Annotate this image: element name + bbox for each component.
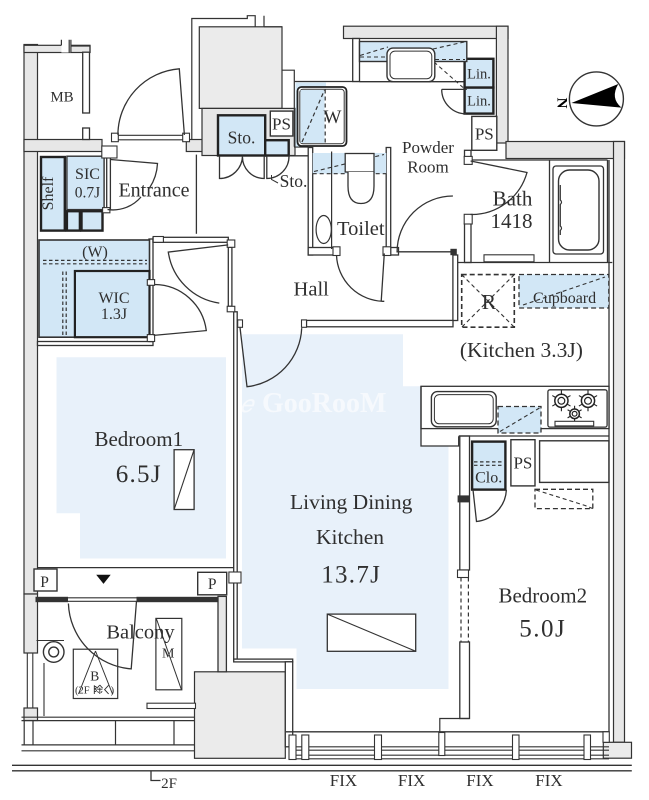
svg-text:SIC: SIC	[75, 166, 100, 183]
svg-text:Bath: Bath	[493, 187, 533, 211]
svg-text:Lin.: Lin.	[467, 66, 491, 82]
svg-text:N: N	[554, 98, 570, 109]
svg-text:MB: MB	[50, 89, 73, 105]
svg-text:PS: PS	[513, 454, 532, 473]
svg-text:13.7J: 13.7J	[321, 561, 381, 588]
svg-text:Clo.: Clo.	[475, 469, 502, 486]
svg-text:): )	[111, 686, 115, 697]
svg-text:Toilet: Toilet	[337, 218, 385, 240]
svg-text:Powder: Powder	[402, 138, 454, 157]
svg-text:(W): (W)	[82, 244, 108, 261]
svg-text:FIX: FIX	[535, 771, 562, 790]
svg-text:Bedroom2: Bedroom2	[498, 584, 587, 608]
svg-text:(2F: (2F	[75, 686, 90, 697]
svg-text:FIX: FIX	[398, 771, 425, 790]
svg-text:Bedroom1: Bedroom1	[94, 427, 183, 451]
svg-text:Living Dining: Living Dining	[290, 490, 413, 514]
svg-text:B: B	[90, 668, 99, 683]
svg-text:6.5J: 6.5J	[116, 461, 162, 488]
svg-text:PS: PS	[272, 115, 291, 134]
svg-text:Kitchen: Kitchen	[316, 525, 384, 549]
svg-text:Entrance: Entrance	[118, 179, 189, 201]
svg-text:(Kitchen 3.3J): (Kitchen 3.3J)	[460, 338, 583, 362]
svg-text:Sto.: Sto.	[228, 128, 256, 148]
svg-text:2F: 2F	[161, 776, 177, 792]
svg-text:1418: 1418	[491, 209, 533, 233]
svg-text:PS: PS	[475, 125, 494, 144]
svg-text:1.3J: 1.3J	[101, 306, 127, 323]
svg-text:Balcony: Balcony	[106, 621, 175, 643]
svg-text:𝑒: 𝑒	[240, 392, 256, 418]
svg-text:Sto.: Sto.	[280, 171, 308, 191]
svg-text:GooRooM: GooRooM	[262, 388, 386, 419]
svg-text:Lin.: Lin.	[467, 94, 491, 110]
svg-text:M: M	[162, 647, 175, 662]
svg-text:P: P	[208, 576, 217, 593]
svg-text:Hall: Hall	[294, 279, 330, 301]
svg-text:Cupboard: Cupboard	[533, 290, 596, 307]
svg-text:Shelf: Shelf	[40, 176, 57, 210]
svg-text:P: P	[40, 574, 49, 591]
svg-text:W: W	[324, 107, 342, 128]
svg-text:5.0J: 5.0J	[519, 615, 566, 642]
svg-text:FIX: FIX	[466, 771, 493, 790]
svg-text:R: R	[482, 290, 497, 314]
svg-text:FIX: FIX	[330, 771, 357, 790]
svg-text:WIC: WIC	[98, 290, 129, 307]
svg-text:Room: Room	[407, 158, 449, 177]
svg-text:0.7J: 0.7J	[75, 184, 100, 201]
